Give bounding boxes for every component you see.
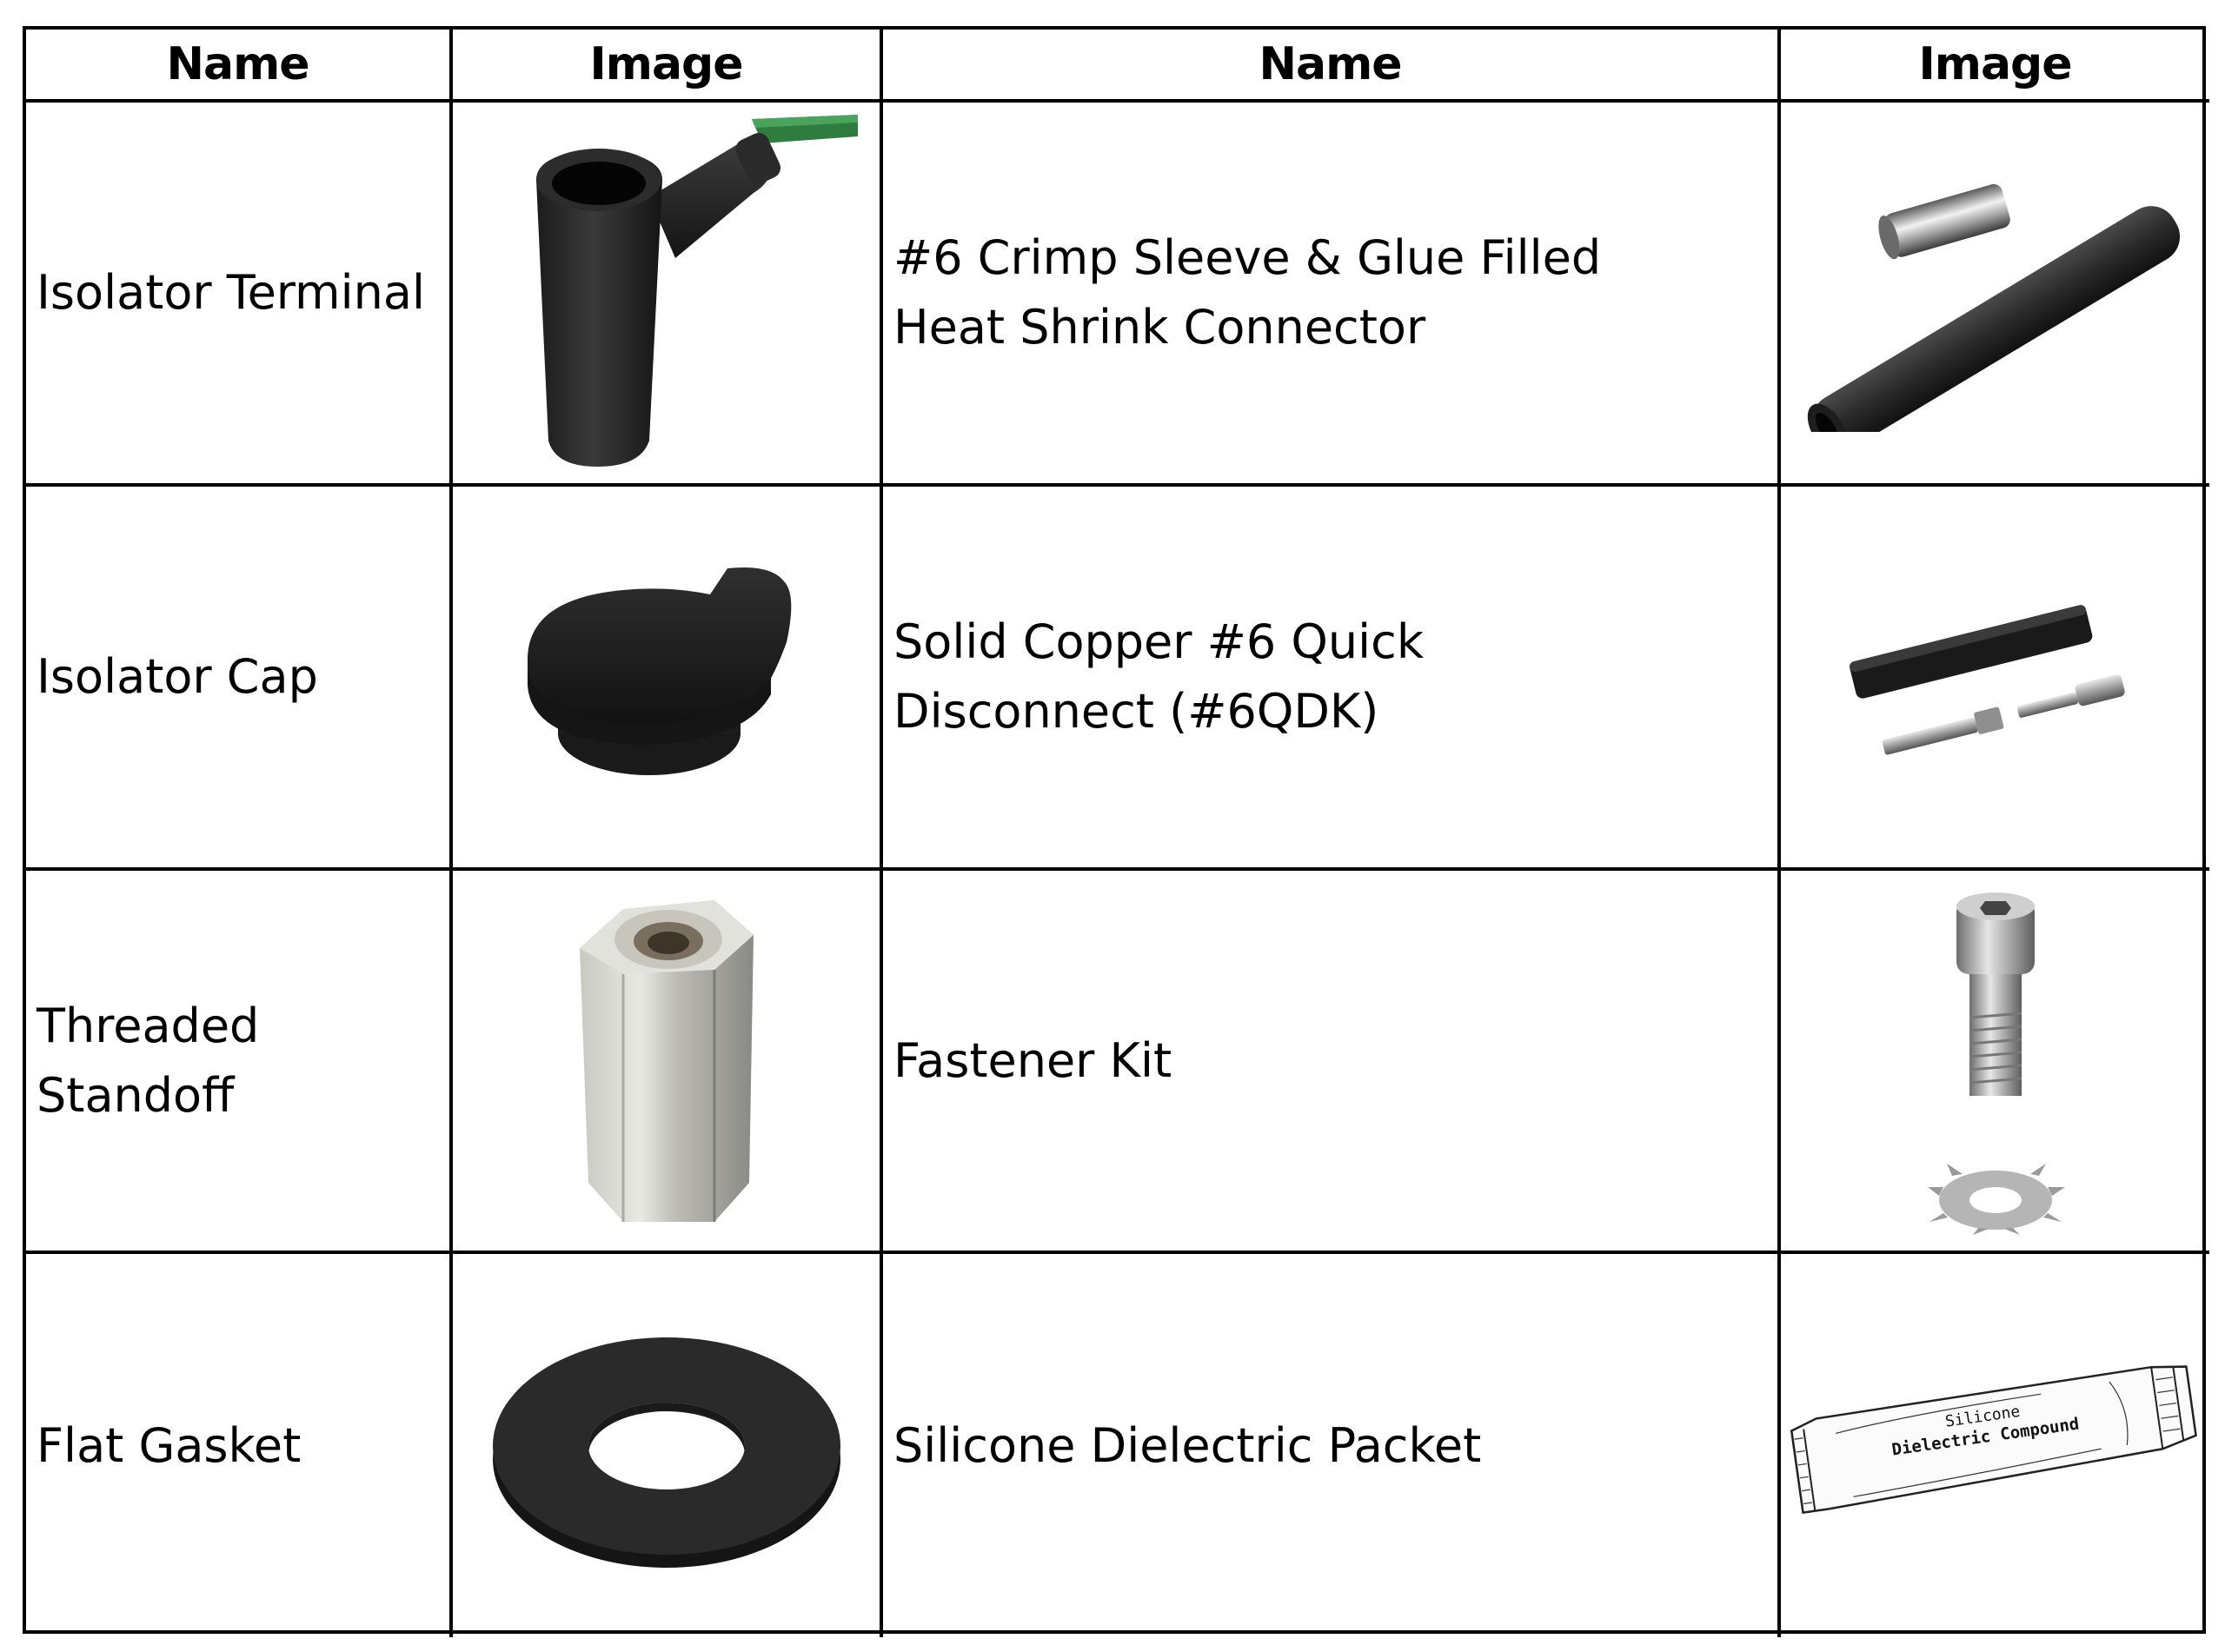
cell-silicone-packet-name: Silicone Dielectric Packet [883,1254,1781,1637]
isolator-cap-image [527,567,791,775]
part-name: Solid Copper #6 Quick Disconnect (#6QDK) [893,614,1425,739]
cell-flat-gasket-image [453,1254,883,1637]
cell-quick-disconnect-name: Solid Copper #6 Quick Disconnect (#6QDK) [883,487,1781,871]
part-name: Isolator Cap [37,649,318,704]
cell-isolator-terminal-name: Isolator Terminal [26,103,453,487]
threaded-standoff-image [579,899,754,1222]
silicone-packet-image: Silicone Dielectric Compound [1790,1364,2197,1514]
header-name-1: Name [26,30,453,103]
flat-gasket-image [492,1337,840,1568]
cell-quick-disconnect-image [1781,487,2209,871]
cell-silicone-packet-image: Silicone Dielectric Compound [1781,1254,2209,1637]
fastener-kit-image [1927,892,2065,1235]
header-name-2: Name [883,30,1781,103]
part-name: Fastener Kit [893,1032,1172,1088]
cell-fastener-kit-name: Fastener Kit [883,871,1781,1254]
header-image-2: Image [1781,30,2209,103]
part-name: Isolator Terminal [37,265,425,320]
part-name: #6 Crimp Sleeve & Glue Filled Heat Shrin… [893,230,1602,355]
cell-threaded-standoff-name: Threaded Standoff [26,871,453,1254]
cell-isolator-terminal-image [453,103,883,487]
cell-isolator-cap-name: Isolator Cap [26,487,453,871]
header-image-1: Image [453,30,883,103]
cell-crimp-sleeve-image [1781,103,2209,487]
cell-flat-gasket-name: Flat Gasket [26,1254,453,1637]
isolator-terminal-image [535,115,858,467]
quick-disconnect-image [1849,605,2125,755]
cell-isolator-cap-image [453,487,883,871]
cell-fastener-kit-image [1781,871,2209,1254]
cell-threaded-standoff-image [453,871,883,1254]
part-name: Silicone Dielectric Packet [893,1417,1482,1473]
crimp-sleeve-heat-shrink-image [1807,183,2180,432]
cell-crimp-sleeve-name: #6 Crimp Sleeve & Glue Filled Heat Shrin… [883,103,1781,487]
part-name: Flat Gasket [37,1417,302,1473]
parts-table: Name Image Name Image Isolator Terminal … [23,26,2209,1637]
part-name: Threaded Standoff [37,998,260,1123]
